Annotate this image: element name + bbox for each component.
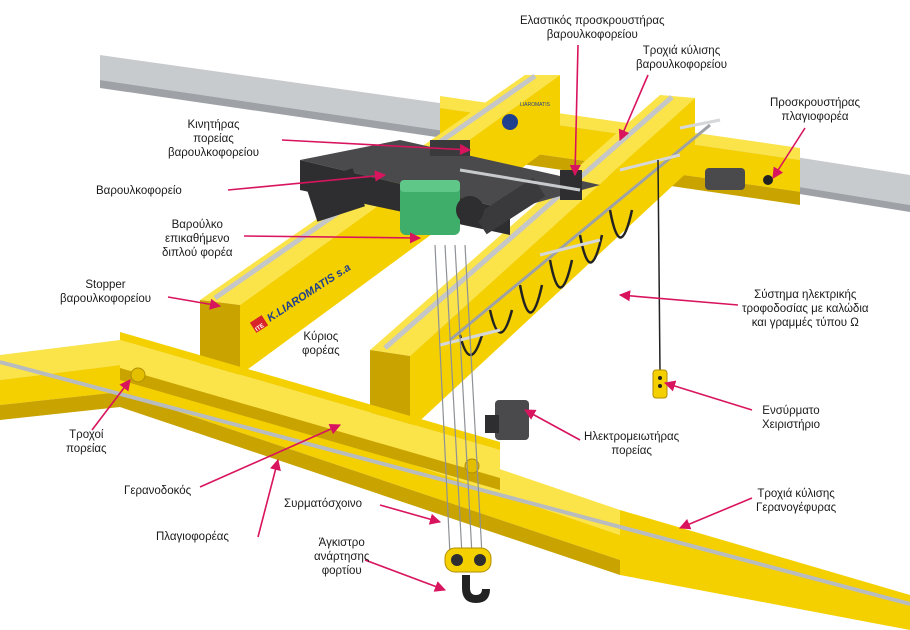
end-drive-back: [705, 168, 773, 190]
label-runway-beam: Γερανοδοκός: [124, 485, 192, 497]
arrow-trolley-rail: [618, 74, 649, 142]
arrow-hook: [364, 559, 447, 592]
main-girder-right: [370, 95, 695, 430]
label-rope: Συρματόσχοινο: [284, 498, 363, 510]
arrow-runway-rail: [678, 497, 753, 530]
label-end-carriage: Πλαγιοφορέας: [156, 531, 229, 543]
wire-ropes: [434, 244, 483, 556]
arrow-wheels: [91, 379, 131, 431]
arrow-trolley-motor: [281, 139, 472, 156]
logo-text: ITE: [255, 323, 266, 333]
arrow-drive: [524, 409, 581, 441]
arrow-runway-beam: [199, 423, 342, 488]
arrow-rope: [379, 504, 442, 525]
arrow-trolley: [227, 170, 387, 191]
arrow-festoon: [618, 290, 739, 306]
end-plate-logo: LIAROMATIS: [502, 102, 551, 130]
label-trolley: Βαρουλκοφορείο: [96, 185, 182, 197]
front-end-carriage: [120, 332, 500, 490]
arrow-end-carriage: [257, 458, 281, 538]
arrow-stopper: [167, 296, 222, 310]
front-runway-beam: [0, 340, 910, 630]
hoist-drum: [400, 180, 484, 235]
pendant-control: [652, 159, 668, 399]
arrow-buffer-end: [772, 127, 806, 179]
end-plate-text: LIAROMATIS: [520, 102, 551, 108]
arrow-buffer-trolley: [569, 44, 581, 177]
arrow-pendant: [663, 380, 753, 411]
arrow-hoist: [243, 232, 422, 244]
travel-drive: [485, 400, 529, 440]
hook-block: [444, 547, 492, 603]
callout-arrows: [91, 44, 806, 592]
